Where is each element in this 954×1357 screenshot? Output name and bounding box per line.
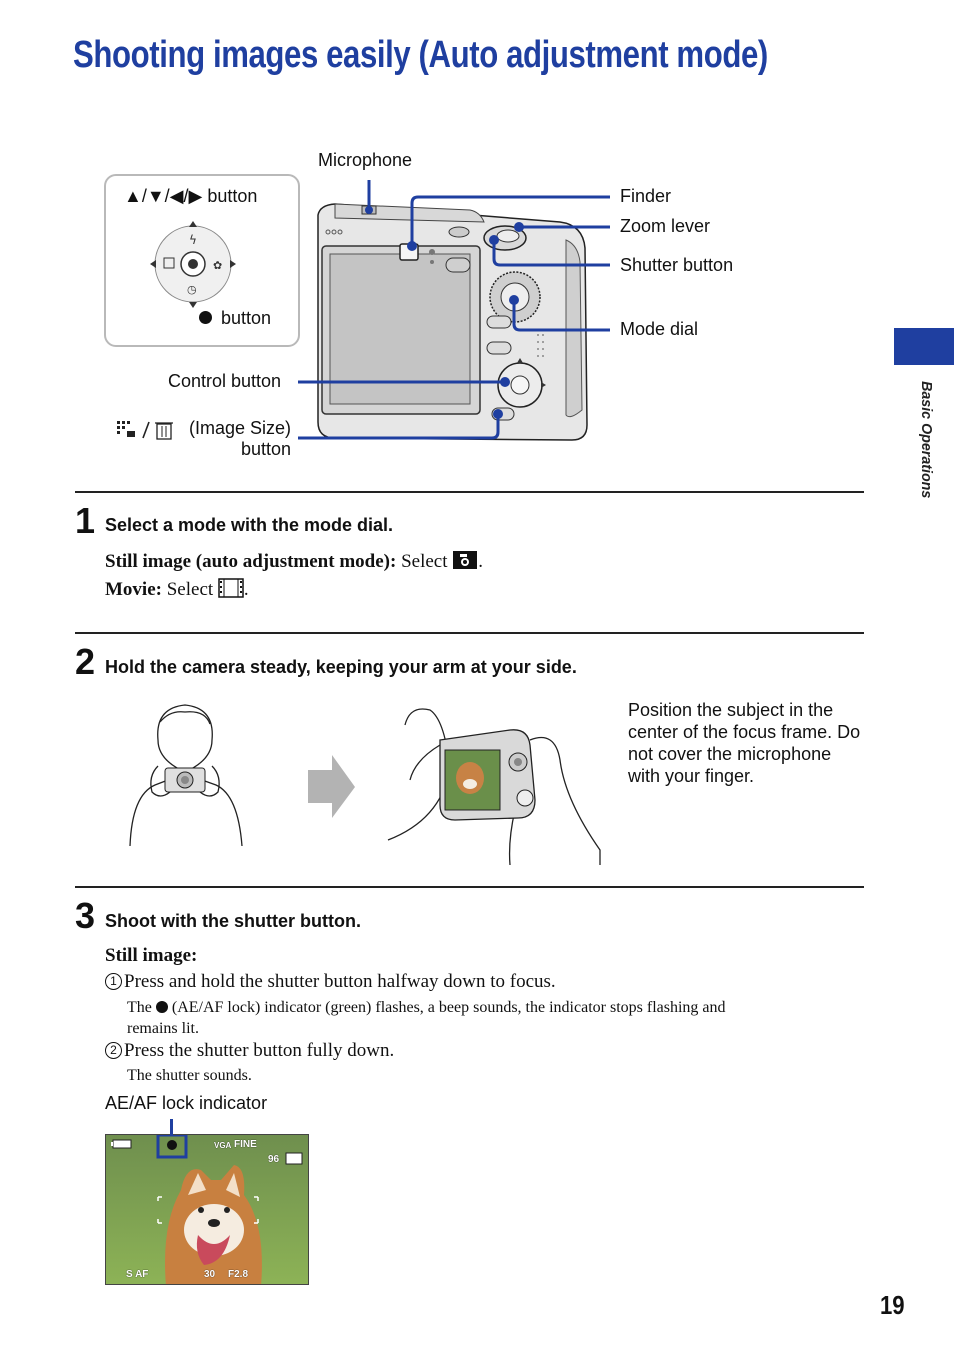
lcd-focus-mode: S AF <box>126 1269 149 1280</box>
step2-note: Position the subject in the center of th… <box>628 700 861 786</box>
indicator-leader-line <box>170 1119 173 1136</box>
mode-dial-label: Mode dial <box>620 319 699 339</box>
section-label: Basic Operations <box>918 381 935 499</box>
divider-rule <box>75 632 864 634</box>
still-image-label: Still image: <box>105 945 198 966</box>
step1-still-line: Still image (auto adjustment mode): Sele… <box>105 551 483 572</box>
substep-1-text: Press and hold the shutter button halfwa… <box>124 971 556 992</box>
step1-movie-line: Movie: Select . <box>105 578 249 600</box>
step-heading: Select a mode with the mode dial. <box>105 515 394 535</box>
holding-camera-illustration <box>129 704 601 866</box>
movie-select-text: Select <box>166 579 214 600</box>
svg-text:✿: ✿ <box>213 259 222 272</box>
dog-photo <box>106 1135 308 1284</box>
image-size-label: (Image Size) <box>188 418 291 438</box>
substep-1-note-a: The <box>127 999 152 1016</box>
svg-text:ϟ: ϟ <box>189 233 197 247</box>
step-number: 1 <box>75 500 96 541</box>
still-select-text: Select <box>401 551 448 572</box>
substep-1-note: The (AE/AF lock) indicator (green) flash… <box>127 999 726 1017</box>
microphone-label: Microphone <box>318 150 413 170</box>
control-wheel-icon: ϟ ✿ ◷ <box>150 221 236 308</box>
substep-marker: 1 <box>105 973 122 990</box>
step-heading: Shoot with the shutter button. <box>105 911 361 931</box>
svg-text:◷: ◷ <box>187 283 197 296</box>
circle-dot-icon <box>155 1001 168 1013</box>
lcd-shutter: 30 <box>204 1269 216 1280</box>
lcd-screen: VGA FINE 96 S AF 30 F2.8 <box>105 1134 309 1285</box>
substep-1-note-b: (AE/AF lock) indicator (green) flashes, … <box>171 999 726 1016</box>
center-button-label: button <box>221 308 272 328</box>
shutter-button-label: Shutter button <box>620 255 734 275</box>
section-tab <box>894 328 954 365</box>
substep-marker: 2 <box>105 1042 122 1059</box>
lcd-quality: FINE <box>234 1139 257 1150</box>
camera-mode-icon <box>453 551 478 569</box>
movie-mode-icon <box>218 578 244 598</box>
substep-2-note: The shutter sounds. <box>127 1067 252 1084</box>
step-number: 2 <box>75 641 96 682</box>
zoom-lever-label: Zoom lever <box>620 216 711 236</box>
arrows-button-label: ▲/▼/◀/▶ button <box>124 186 258 206</box>
image-size-label-2: button <box>240 439 291 459</box>
substep-1-note-c: remains lit. <box>127 1020 199 1037</box>
movie-label: Movie: <box>105 579 162 600</box>
image-size-delete-icon <box>117 421 173 440</box>
lcd-count: 96 <box>268 1154 280 1165</box>
camera-diagram <box>189 180 610 441</box>
page-title: Shooting images easily (Auto adjustment … <box>73 34 768 76</box>
lcd-size: VGA <box>214 1141 232 1150</box>
still-label: Still image (auto adjustment mode): <box>105 551 397 572</box>
lcd-aperture: F2.8 <box>228 1269 249 1280</box>
control-button-label: Control button <box>168 371 282 391</box>
divider-rule <box>75 491 864 493</box>
circle-dot-icon <box>199 310 212 328</box>
step-heading: Hold the camera steady, keeping your arm… <box>105 657 577 677</box>
finder-label: Finder <box>620 186 672 206</box>
divider-rule <box>75 886 864 888</box>
step-number: 3 <box>75 895 96 936</box>
substep-2-text: Press the shutter button fully down. <box>124 1040 395 1061</box>
page-number: 19 <box>880 1290 905 1320</box>
ae-af-indicator-label: AE/AF lock indicator <box>105 1093 268 1113</box>
